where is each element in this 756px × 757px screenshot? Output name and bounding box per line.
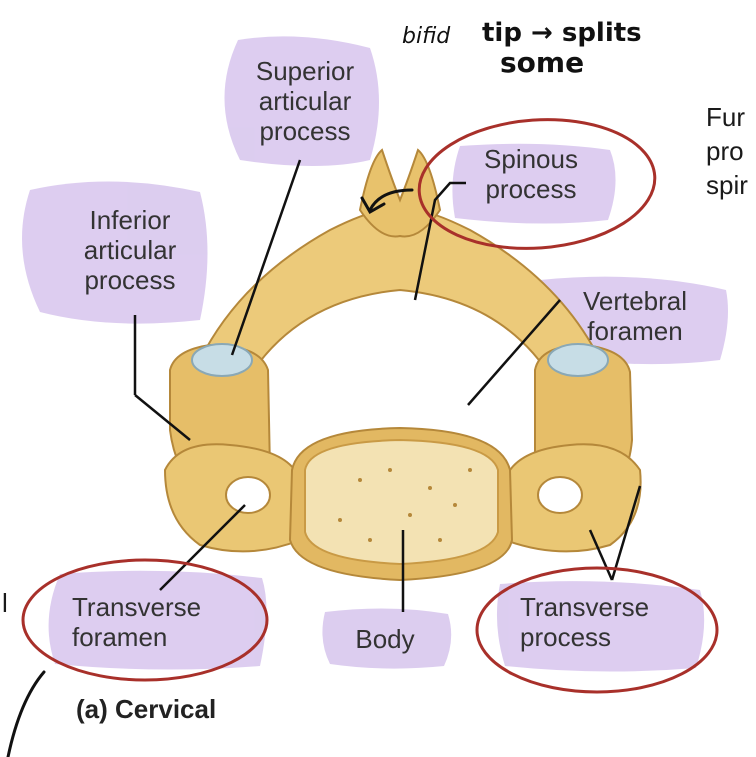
inferior-articular-process-label: Inferior articular process xyxy=(83,205,177,295)
highlights xyxy=(22,36,728,672)
side-note-text: Fur pro spir xyxy=(706,102,748,200)
hand-strokes xyxy=(6,188,414,757)
superior-articular-process-label: Superior articular process xyxy=(255,56,355,146)
transverse-foramen-label: Transverse foramen xyxy=(72,592,202,652)
vertebra-bone xyxy=(163,148,642,582)
transverse-process-label: Transverse process xyxy=(520,592,650,652)
annotation-circles xyxy=(21,118,719,694)
figure-caption: (a) Cervical xyxy=(76,694,217,724)
body-label: Body xyxy=(355,624,415,654)
left-edge-mark: l xyxy=(2,588,8,618)
handwritten-bifid: bifid xyxy=(402,24,451,49)
handwritten-tip-splits: tip → splits xyxy=(482,18,642,48)
spinous-process-label: Spinous process xyxy=(484,144,578,204)
handwritten-some: some xyxy=(500,46,585,79)
vertebral-foramen-label: Vertebral foramen xyxy=(582,286,688,346)
leader-lines xyxy=(133,159,642,612)
